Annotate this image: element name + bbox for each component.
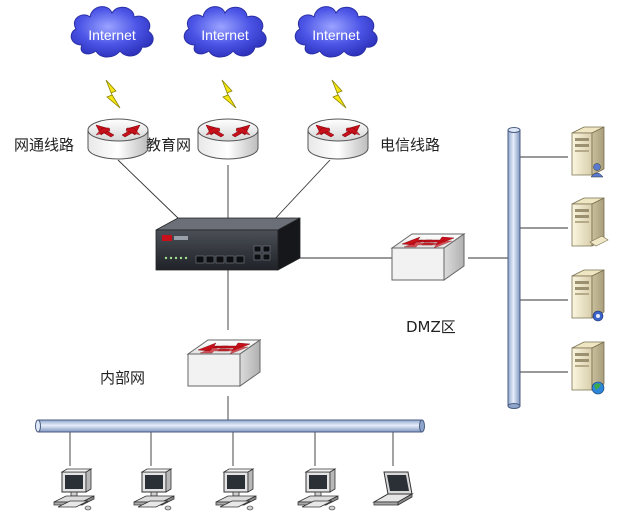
internet-cloud-3: Internet (294, 6, 378, 58)
cloud-label: Internet (312, 27, 360, 43)
lightning-bolt-icon (331, 79, 347, 109)
router-label-education: 教育网 (146, 136, 191, 154)
desktop-computer-icon (215, 468, 257, 511)
lan-label: 内部网 (100, 369, 145, 387)
dmz-bus (507, 127, 521, 409)
internet-cloud-1: Internet (70, 6, 154, 58)
router-icon (87, 118, 149, 160)
firewall-device-icon (155, 217, 301, 271)
desktop-computer-icon (133, 468, 175, 511)
web-server-icon (571, 341, 605, 395)
lan-switch-icon (187, 339, 261, 387)
dmz-label: DMZ区 (406, 318, 456, 336)
router-icon (307, 118, 369, 160)
lan-bus (35, 419, 425, 433)
internet-cloud-2: Internet (183, 6, 267, 58)
user-server-icon (571, 126, 605, 178)
link-router3-firewall (271, 159, 331, 223)
mail-server-icon (571, 269, 605, 322)
cloud-label: Internet (88, 27, 136, 43)
cloud-label: Internet (201, 27, 249, 43)
connection-lines (69, 156, 568, 466)
link-router1-firewall (117, 159, 181, 221)
router-label-telecom: 电信线路 (380, 136, 440, 154)
lightning-bolt-icon (105, 79, 121, 109)
desktop-computer-icon (297, 468, 339, 511)
storage-server-icon (571, 197, 609, 247)
laptop-icon (373, 471, 413, 506)
lightning-bolt-icon (221, 79, 237, 109)
dmz-switch-icon (391, 233, 465, 281)
router-label-unicom: 网通线路 (14, 136, 74, 154)
router-icon (197, 118, 259, 160)
desktop-computer-icon (53, 468, 95, 511)
